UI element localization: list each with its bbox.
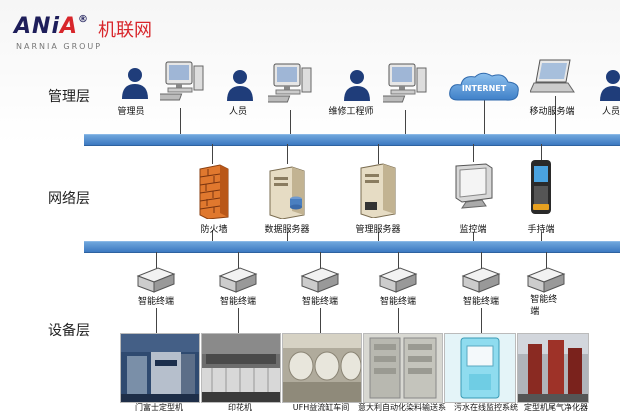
monitor-icon (452, 162, 496, 210)
internet-label: INTERNET (461, 84, 507, 93)
terminal-switch-icon (461, 266, 501, 296)
connector (212, 144, 213, 164)
terminal-switch-icon (378, 266, 418, 296)
user-icon (598, 68, 620, 102)
node-label: 移动服务端 (529, 107, 575, 117)
cloud-icon (446, 70, 522, 106)
terminal-switch-icon (136, 266, 176, 296)
connector (287, 144, 288, 164)
node-label: 数据服务器 (264, 225, 310, 235)
management-bus (84, 134, 620, 146)
logo-registered: ® (78, 14, 90, 25)
user-icon (342, 68, 372, 102)
device-photo (363, 333, 443, 403)
node-label: 人员 (601, 107, 620, 117)
logo-wordmark: ANiA® (14, 14, 89, 39)
connector (398, 308, 399, 333)
terminal-switch-icon (526, 266, 566, 296)
connector (484, 98, 485, 134)
connector (180, 108, 181, 134)
terminal-label: 智能终 端 (530, 295, 558, 317)
device-label: 印花机 (228, 403, 252, 412)
connector (546, 252, 547, 270)
firewall-icon (196, 163, 230, 219)
laptop-icon (530, 58, 576, 96)
connector (378, 232, 379, 241)
layer-management-label: 管理层 (48, 89, 90, 105)
connector (473, 232, 474, 241)
connector (481, 252, 482, 270)
logo-chinese: 机联网 (98, 20, 152, 41)
server-icon (266, 163, 308, 219)
device-photo (444, 333, 516, 403)
node-label: 监控端 (459, 225, 487, 235)
node-label: 防火墙 (200, 225, 228, 235)
node-label: 管理员 (117, 107, 145, 117)
device-photo (282, 333, 362, 403)
connector (238, 308, 239, 333)
device-label: 污水在线监控系统 (454, 403, 518, 412)
connector (541, 144, 542, 160)
connector (398, 252, 399, 270)
device-photo (201, 333, 281, 403)
desktop-pc-icon (383, 62, 427, 110)
terminal-switch-icon (218, 266, 258, 296)
terminal-label: 智能终端 (462, 297, 500, 307)
layer-device-label: 设备层 (48, 323, 90, 339)
node-label: 管理服务器 (355, 225, 401, 235)
connector (212, 230, 213, 241)
terminal-label: 智能终端 (137, 297, 175, 307)
connector (156, 308, 157, 333)
connector (320, 308, 321, 333)
terminal-label: 智能终端 (379, 297, 417, 307)
node-label: 人员 (228, 107, 248, 117)
desktop-pc-icon (268, 62, 312, 110)
terminal-switch-icon (300, 266, 340, 296)
connector (541, 232, 542, 241)
terminal-label: 智能终端 (219, 297, 257, 307)
network-bus (84, 241, 620, 253)
connector (238, 252, 239, 270)
server-icon (357, 160, 399, 218)
desktop-pc-icon (160, 60, 204, 108)
logo-suffix: A (59, 14, 79, 39)
connector (287, 232, 288, 241)
terminal-label: 智能终端 (301, 297, 339, 307)
user-icon (120, 66, 150, 100)
device-label: 门富士定型机 (135, 403, 183, 412)
connector (320, 252, 321, 270)
logo-prefix: ANi (14, 14, 60, 39)
connector (405, 110, 406, 134)
layer-network-label: 网络层 (48, 191, 90, 207)
user-icon (225, 68, 255, 102)
handheld-icon (528, 158, 554, 216)
device-label: UFH益流缸车间 (292, 403, 350, 412)
node-label: 手持端 (527, 225, 555, 235)
device-label: 意大利自动化染料输送系 (358, 403, 446, 412)
device-photo (120, 333, 200, 403)
device-label: 定型机尾气净化器 (524, 403, 588, 412)
connector (555, 96, 556, 134)
connector (473, 144, 474, 162)
connector (481, 308, 482, 333)
connector (378, 144, 379, 164)
connector (156, 252, 157, 270)
device-photo (517, 333, 589, 403)
logo-subtitle: NARNIA GROUP (16, 42, 103, 51)
node-label: 维修工程师 (328, 107, 374, 117)
connector (290, 110, 291, 134)
